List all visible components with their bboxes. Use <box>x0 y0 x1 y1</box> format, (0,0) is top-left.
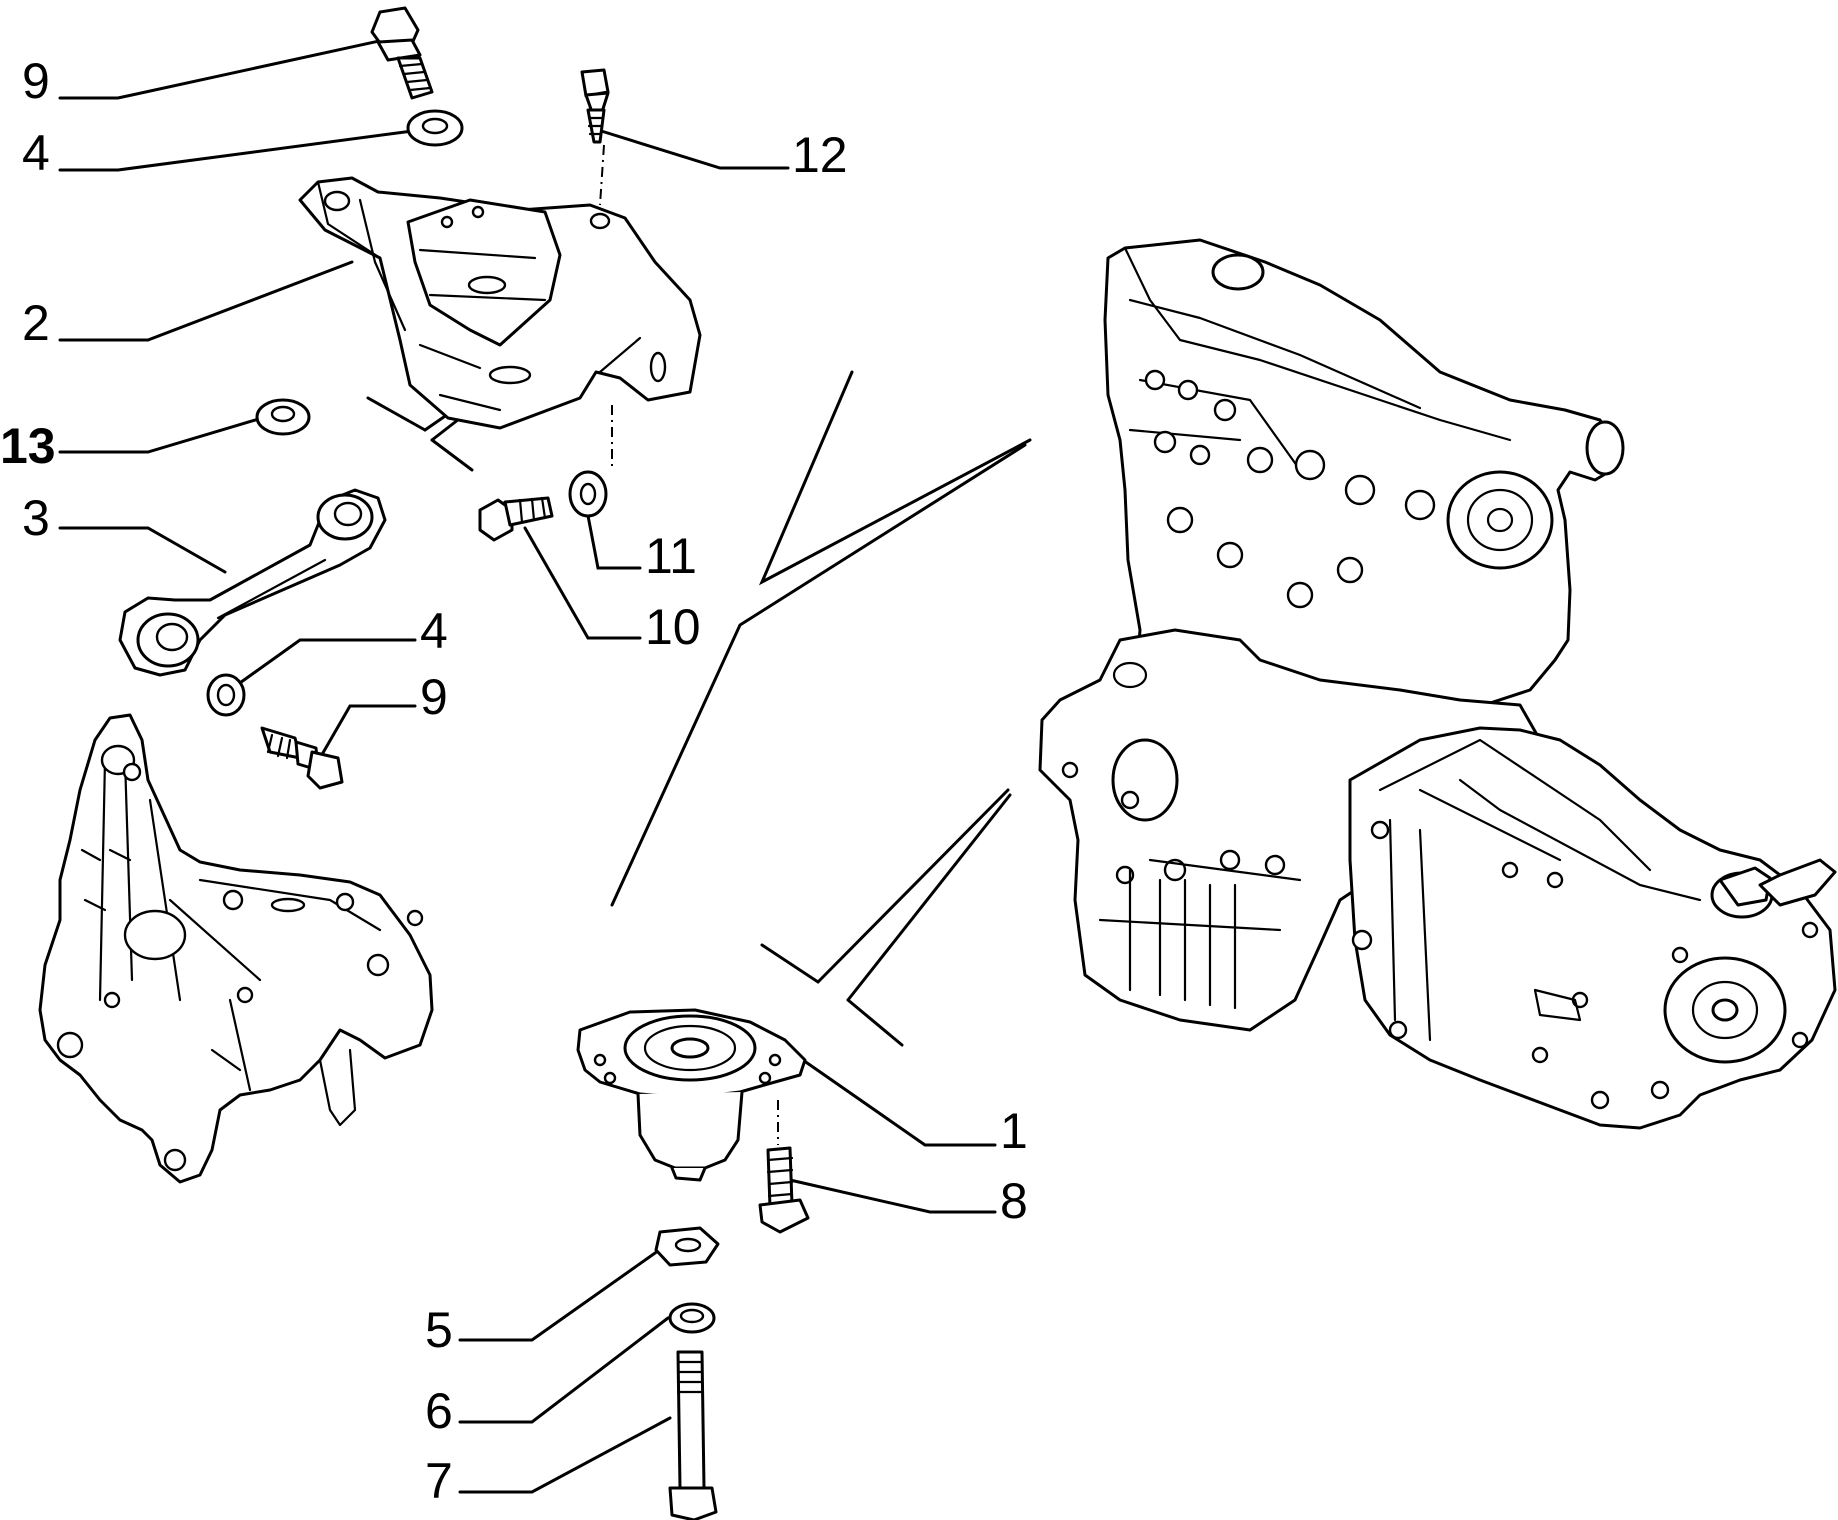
washer-4-lower <box>206 673 246 717</box>
bolt-10 <box>478 496 554 542</box>
stud-12 <box>580 68 610 144</box>
callout-labels: 9 4 2 13 3 4 9 12 11 10 1 8 5 6 7 <box>0 53 1028 1509</box>
bolt-7 <box>668 1350 718 1520</box>
bolt-8 <box>758 1146 810 1234</box>
upper-mount-bracket-2 <box>298 176 702 430</box>
washer-5 <box>654 1226 720 1267</box>
callout-5: 5 <box>425 1302 453 1358</box>
callout-2: 2 <box>22 295 50 351</box>
callout-11: 11 <box>645 528 697 584</box>
washer-13 <box>255 398 311 436</box>
lower-engine-mount-1 <box>576 1008 807 1182</box>
callout-13: 13 <box>0 418 56 474</box>
torque-rod-3 <box>118 488 387 677</box>
leader-lines <box>58 36 997 1494</box>
bolt-9-lower <box>260 726 344 790</box>
callout-12: 12 <box>792 127 848 183</box>
chassis-support-bracket <box>38 713 434 1184</box>
callout-6: 6 <box>425 1383 453 1439</box>
callout-9-top: 9 <box>22 53 50 109</box>
callout-7: 7 <box>425 1453 453 1509</box>
bolt-9-top <box>370 6 434 100</box>
washer-11 <box>568 470 608 518</box>
assembly-guide-lines <box>366 144 1032 1145</box>
callout-4-top: 4 <box>22 125 50 181</box>
washer-4-top <box>406 109 464 147</box>
callout-9-lower: 9 <box>420 669 448 725</box>
callout-3: 3 <box>22 490 50 546</box>
callout-4-lower: 4 <box>420 603 448 659</box>
callout-1: 1 <box>1000 1103 1028 1159</box>
callout-10: 10 <box>645 599 701 655</box>
callout-8: 8 <box>1000 1173 1028 1229</box>
engine-gearbox-assembly <box>1038 238 1837 1130</box>
washer-6 <box>668 1302 716 1334</box>
